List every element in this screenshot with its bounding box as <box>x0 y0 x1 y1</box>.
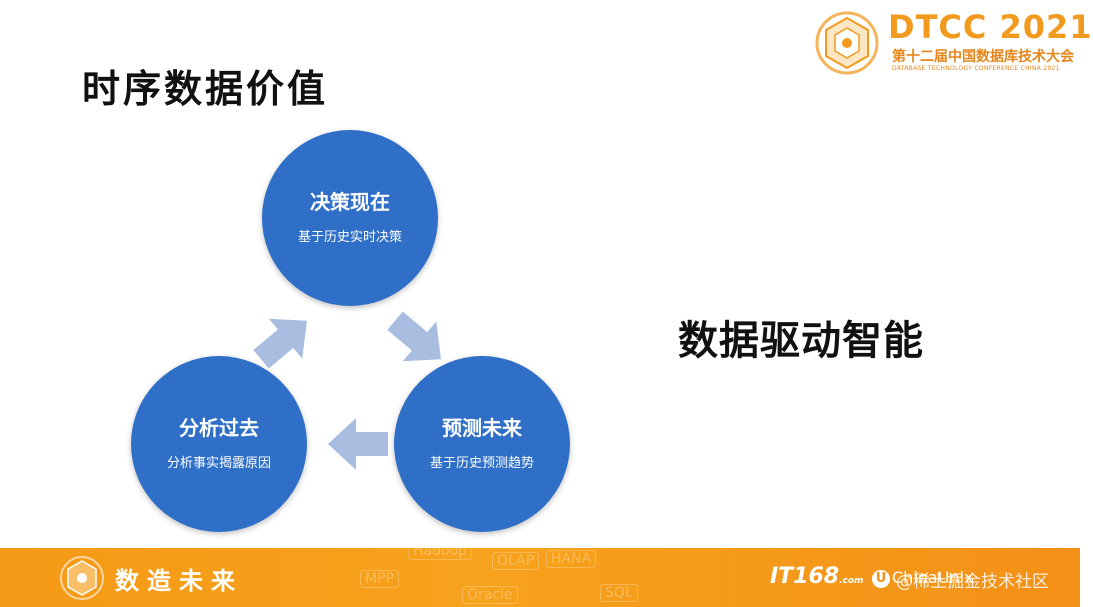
circle-analyze-past: 分析过去 分析事实揭露原因 <box>131 356 307 532</box>
arrow-right-down-icon <box>387 311 441 362</box>
bg-word: Oracle <box>462 586 518 604</box>
logo-chinese-name: 第十二届中国数据库技术大会 <box>892 49 1074 65</box>
hexagon-emblem-icon <box>815 11 879 75</box>
circle-subtitle: 基于历史实时决策 <box>297 230 402 245</box>
circle-subtitle: 基于历史预测趋势 <box>429 456 534 471</box>
it168-logo: IT168.com <box>770 564 863 589</box>
circle-predict-future: 预测未来 基于历史预测趋势 <box>394 356 570 532</box>
footer-hexagon-icon <box>60 556 104 600</box>
watermark-text: @稀土掘金技术社区 <box>896 572 1049 592</box>
bg-word: OLAP <box>492 552 540 570</box>
logo-title: DTCC 2021 <box>888 8 1093 46</box>
chinaunix-text: ChinaUnix <box>892 568 974 587</box>
circle-title: 预测未来 <box>442 416 522 440</box>
circle-subtitle: 分析事实揭露原因 <box>166 456 271 471</box>
circle-decide-now: 决策现在 基于历史实时决策 <box>262 130 438 306</box>
footer-banner: Hadoop MPP OLAP HANA Oracle SQL 数造未来 IT1… <box>0 542 1080 607</box>
side-slogan: 数据驱动智能 <box>678 318 924 364</box>
slide-title: 时序数据价值 <box>82 67 329 111</box>
circle-title: 分析过去 <box>179 416 259 440</box>
logo-english-name: DATABASE TECHNOLOGY CONFERENCE CHINA 202… <box>892 65 1060 72</box>
footer-slogan: 数造未来 <box>115 567 243 595</box>
arrow-up-right-icon <box>253 318 307 369</box>
bg-word: MPP <box>360 570 399 588</box>
bg-word: Hadoop <box>408 542 473 560</box>
it168-text: IT168 <box>770 564 840 589</box>
circle-title: 决策现在 <box>310 190 390 214</box>
bg-word: SQL <box>600 584 638 602</box>
conference-logo: DTCC 2021 第十二届中国数据库技术大会 DATABASE TECHNOL… <box>812 6 1092 78</box>
bg-word: HANA <box>546 550 597 568</box>
arrow-left-icon <box>328 418 388 470</box>
chinaunix-icon: U <box>872 569 890 588</box>
it168-suffix: .com <box>839 576 864 586</box>
